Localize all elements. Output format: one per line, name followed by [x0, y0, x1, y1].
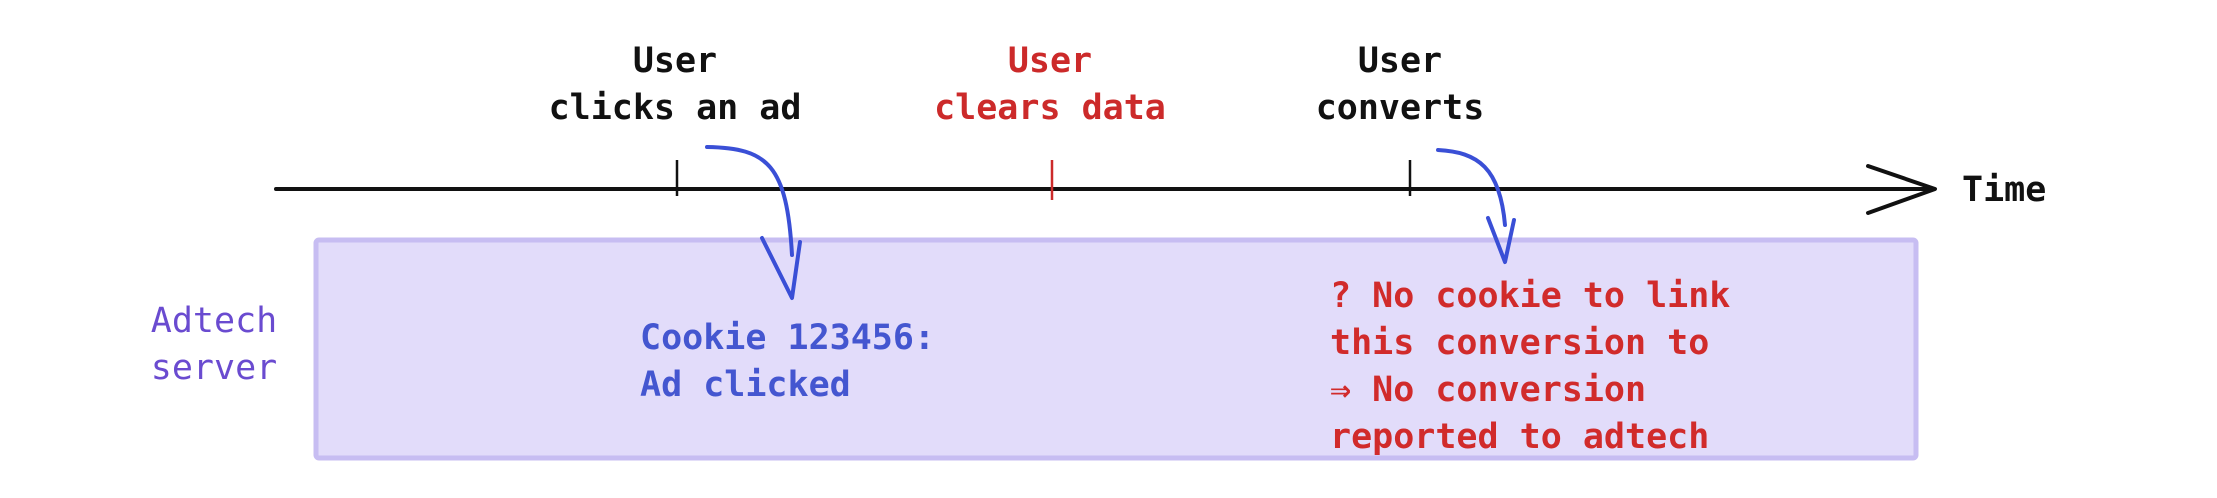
- no-conversion-note-line3: ⇒ No conversion: [1330, 370, 1647, 410]
- timeline-arrowhead: [1866, 164, 1937, 215]
- adtech-server-label-line2: server: [150, 348, 278, 388]
- click-arrow-head: [760, 236, 802, 300]
- no-conversion-note-line4: reported to adtech: [1330, 417, 1710, 457]
- event-clicks-ad-line2: clicks an ad: [548, 88, 802, 128]
- event-clears-data-label: User clears data: [915, 38, 1185, 132]
- conversion-arrow-head: [1486, 216, 1516, 264]
- conversion-arrow: [1436, 148, 1507, 227]
- event-clicks-ad-label: User clicks an ad: [540, 38, 810, 132]
- time-axis-label: Time: [1962, 170, 2047, 210]
- no-conversion-note-line1: ? No cookie to link: [1330, 276, 1731, 316]
- cookie-note: Cookie 123456: Ad clicked: [640, 315, 935, 409]
- cookie-note-line1: Cookie 123456:: [640, 318, 936, 358]
- event-clears-data-line1: User: [1007, 41, 1093, 81]
- cookie-note-line2: Ad clicked: [640, 365, 851, 405]
- event-converts-label: User converts: [1280, 38, 1520, 132]
- event-clicks-ad-line1: User: [632, 41, 718, 81]
- event-converts-line1: User: [1357, 41, 1443, 81]
- no-conversion-note-line2: this conversion to: [1330, 323, 1710, 363]
- adtech-server-label-line1: Adtech: [150, 301, 278, 341]
- event-converts-line2: converts: [1315, 88, 1485, 128]
- adtech-server-label: Adtech server: [124, 298, 304, 392]
- event-clears-data-line2: clears data: [934, 88, 1166, 128]
- click-arrow: [705, 145, 794, 257]
- no-conversion-note: ? No cookie to link this conversion to ⇒…: [1330, 273, 1730, 461]
- adtech-server-box: [313, 237, 1919, 461]
